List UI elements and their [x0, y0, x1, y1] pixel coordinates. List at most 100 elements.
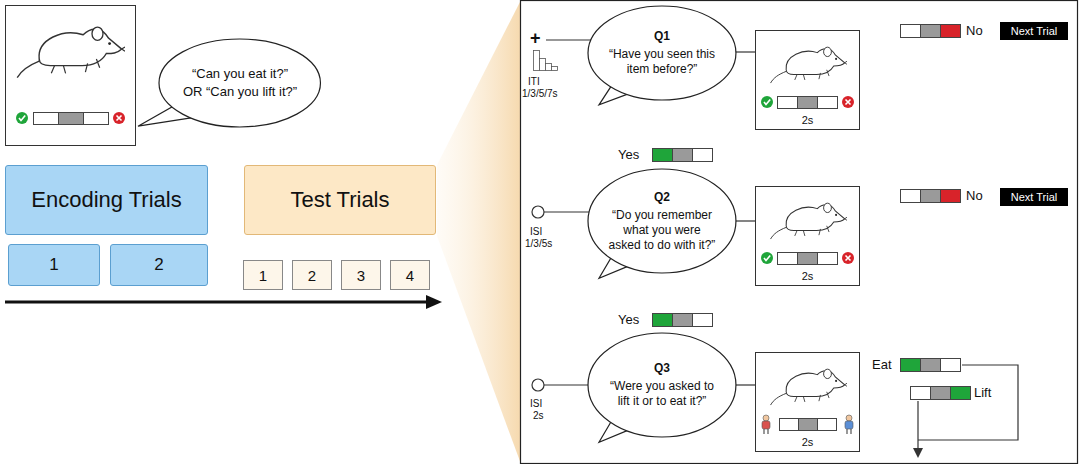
response-bar [818, 253, 838, 265]
node-text: Encoding Trials [31, 187, 181, 213]
node-text: 2s [802, 114, 814, 126]
shape [918, 365, 1018, 440]
response-bar [693, 149, 713, 162]
response-bar [818, 97, 838, 109]
person-icon [845, 421, 853, 429]
node-text: Q1“Have you seen this item before?” [608, 29, 716, 77]
node-label: 2 [308, 267, 316, 284]
response-bar [780, 419, 799, 431]
response-bar [693, 314, 713, 327]
check-icon [764, 256, 770, 261]
trial-box: 4 [390, 260, 430, 290]
bubble-outline [158, 38, 321, 128]
annotation: ISI [530, 398, 542, 409]
node-text: 3 [357, 267, 365, 284]
stimulus-frame [6, 6, 136, 146]
response-bar [653, 314, 673, 327]
zoom-wedge [437, 0, 521, 464]
node-text: 2s [802, 436, 814, 448]
check-icon [19, 116, 25, 121]
response-bar [921, 359, 941, 372]
shape [532, 379, 544, 391]
annotation: ISI [530, 226, 542, 237]
response-bar [818, 419, 837, 431]
node-text: 1 [259, 267, 267, 284]
node-label: 2s [802, 114, 814, 126]
question-number: Q2 [608, 190, 716, 205]
shape [426, 295, 442, 309]
iti-histogram [534, 51, 558, 71]
response-bar [673, 314, 693, 327]
node-label: 1 [49, 255, 58, 275]
cross-icon [842, 96, 854, 108]
response-bar [941, 359, 961, 372]
bubble-outline [588, 6, 736, 100]
node-text: 1 [49, 255, 58, 275]
check-icon [764, 100, 770, 105]
trial-box: 1 [243, 260, 283, 290]
rat-drawing [771, 47, 847, 83]
response-bar [799, 419, 818, 431]
test-panel [521, 1, 1078, 464]
annotation: 1/3/5/7s [522, 88, 558, 99]
annotation: ITI [528, 76, 540, 87]
node-label: Encoding Trials [31, 187, 181, 213]
response-bar [951, 387, 971, 400]
response-bar [653, 149, 673, 162]
response-bar [921, 190, 941, 203]
annotation: Yes [618, 312, 639, 327]
node-text: “Can you eat it?” OR “Can you lift it?” [181, 65, 299, 100]
node-text: 2 [308, 267, 316, 284]
next-trial-box: Next Trial [1000, 22, 1068, 40]
stimulus-box: 2s [755, 186, 860, 286]
response-bar [901, 190, 921, 203]
trial-box: 2 [110, 244, 208, 286]
leader-lines [532, 40, 1018, 450]
shape [540, 59, 546, 71]
stimulus-box: 2s [755, 30, 860, 130]
response-bar [798, 253, 818, 265]
node-label: Test Trials [290, 187, 389, 213]
annotation: Yes [618, 147, 639, 162]
shape [5, 301, 430, 304]
trial-box: 2 [292, 260, 332, 290]
node-label: Next Trial [1011, 25, 1057, 37]
node-label: 2 [154, 255, 163, 275]
rat-drawing [771, 203, 847, 239]
node-text: 4 [406, 267, 414, 284]
response-bar [84, 113, 109, 125]
node-label: “Do you remember what you were asked to … [608, 208, 716, 253]
stimulus-box: 2s [755, 352, 860, 452]
question-number: Q3 [608, 361, 716, 376]
annotation: Eat [872, 357, 892, 372]
node-label: “Can you eat it?” OR “Can you lift it?” [181, 65, 299, 100]
check-icon [761, 252, 773, 264]
person-icon [762, 421, 770, 429]
bubble-outline [588, 169, 736, 273]
cross-icon [846, 100, 851, 105]
node-text: 2s [802, 270, 814, 282]
annotation: Lift [974, 385, 991, 400]
speech-bubble: “Can you eat it?” OR “Can you lift it?” [158, 38, 321, 128]
trial-box: 1 [8, 244, 100, 286]
cross-icon [117, 116, 122, 121]
person-icon [847, 429, 851, 434]
trial-box: Test Trials [244, 165, 436, 235]
cross-icon [842, 252, 854, 264]
response-bar [798, 97, 818, 109]
node-text: Next Trial [1011, 25, 1057, 37]
shape [534, 51, 540, 71]
node-label: 2s [802, 270, 814, 282]
shape [917, 401, 918, 450]
shape [552, 67, 558, 71]
response-bar [901, 25, 921, 38]
node-label: “Were you asked to lift it or to eat it?… [608, 379, 716, 409]
response-bar [941, 190, 961, 203]
arrow-head [913, 448, 923, 458]
response-bar [931, 387, 951, 400]
node-label: “Have you seen this item before?” [608, 47, 716, 77]
node-label: 3 [357, 267, 365, 284]
node-text: Test Trials [290, 187, 389, 213]
rat-drawing [17, 27, 125, 78]
speech-bubble: Q3 “Were you asked to lift it or to eat i… [587, 332, 737, 438]
